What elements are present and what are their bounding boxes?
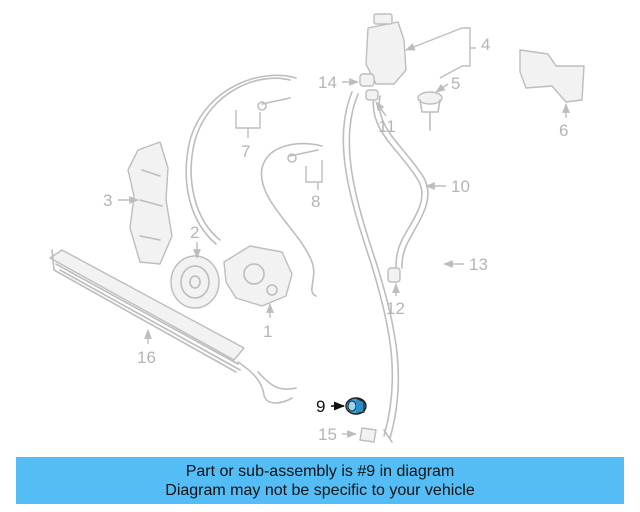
callout-10[interactable]: 10 <box>425 177 470 196</box>
callout-4[interactable]: 4 <box>405 27 490 79</box>
svg-text:10: 10 <box>451 177 470 196</box>
callout-7[interactable]: 7 <box>235 110 261 161</box>
callout-6[interactable]: 6 <box>559 103 570 140</box>
pump-pulley <box>170 255 220 309</box>
svg-text:13: 13 <box>469 255 488 274</box>
return-hose <box>342 91 400 443</box>
svg-text:5: 5 <box>451 74 460 93</box>
svg-text:6: 6 <box>559 121 568 140</box>
callout-8[interactable]: 8 <box>305 160 323 211</box>
highlighted-part-9 <box>345 397 367 415</box>
reservoir-cap <box>417 91 443 131</box>
svg-text:8: 8 <box>311 192 320 211</box>
callout-9[interactable]: 9 <box>316 397 346 416</box>
callout-16[interactable]: 16 <box>137 329 156 367</box>
banner-line-part: Part or sub-assembly is #9 in diagram <box>185 463 455 480</box>
pressure-hose-lower <box>260 142 323 297</box>
mounting-bracket <box>127 141 173 265</box>
fluid-reservoir <box>365 13 407 85</box>
callout-15[interactable]: 15 <box>318 425 357 444</box>
svg-text:3: 3 <box>103 191 112 210</box>
callout-13[interactable]: 13 <box>443 255 488 274</box>
svg-text:12: 12 <box>386 299 405 318</box>
reservoir-bracket <box>519 49 585 103</box>
svg-text:4: 4 <box>481 35 490 54</box>
reservoir-hose <box>372 95 429 269</box>
hose-end-15 <box>359 427 377 443</box>
svg-text:14: 14 <box>318 73 337 92</box>
hose-clamp-11 <box>365 89 379 101</box>
callout-3[interactable]: 3 <box>103 191 139 210</box>
power-steering-pump <box>223 245 293 307</box>
hose-clamp-14 <box>359 73 375 87</box>
pressure-hose-upper <box>185 74 297 245</box>
parts-diagram: 1 2 3 4 5 6 7 8 9 10 11 1 <box>49 13 585 444</box>
callout-1[interactable]: 1 <box>263 303 274 341</box>
callout-14[interactable]: 14 <box>318 73 359 92</box>
hose-clamp-12 <box>387 267 401 283</box>
banner-line-disclaimer: Diagram may not be specific to your vehi… <box>165 482 475 499</box>
svg-text:15: 15 <box>318 425 337 444</box>
svg-text:16: 16 <box>137 348 156 367</box>
svg-text:1: 1 <box>263 322 272 341</box>
callout-5[interactable]: 5 <box>435 74 460 93</box>
callout-11[interactable]: 11 <box>375 101 396 136</box>
callout-12[interactable]: 12 <box>386 283 405 318</box>
svg-text:9: 9 <box>316 397 325 416</box>
svg-text:7: 7 <box>241 142 250 161</box>
info-banner: Part or sub-assembly is #9 in diagram Di… <box>16 457 624 504</box>
callout-2[interactable]: 2 <box>190 223 201 259</box>
svg-text:11: 11 <box>378 117 396 136</box>
svg-text:2: 2 <box>190 223 199 242</box>
oil-cooler <box>49 249 297 404</box>
